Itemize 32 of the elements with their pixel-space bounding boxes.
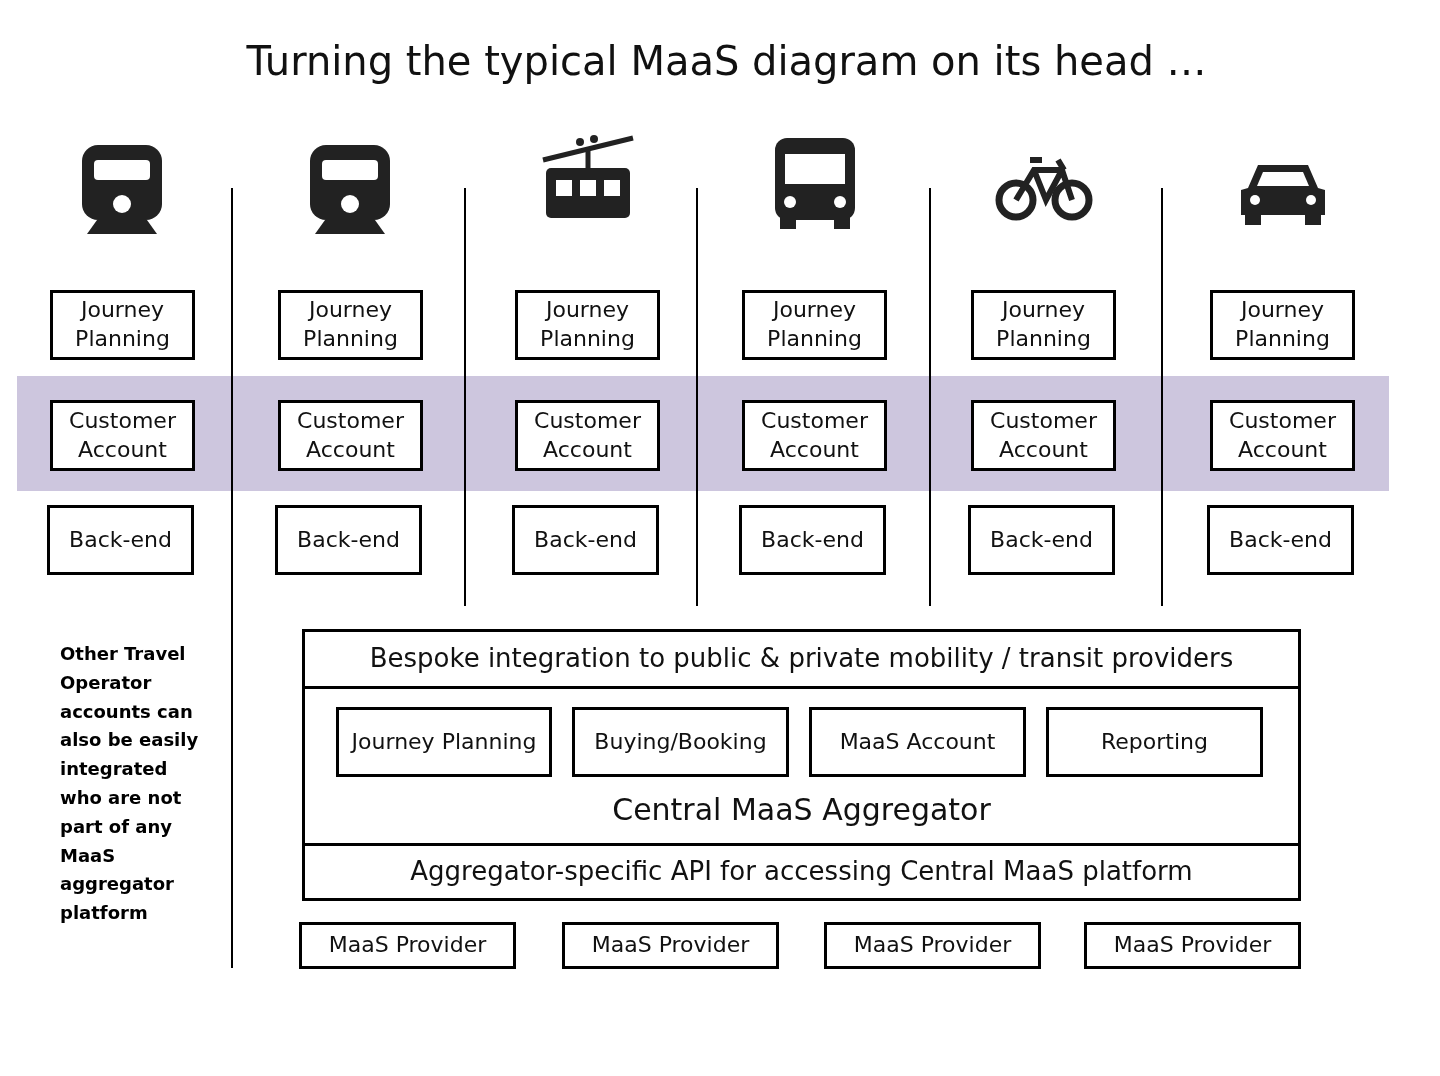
module-box: Customer Account: [515, 400, 660, 471]
module-box: Buying/Booking: [572, 707, 789, 777]
module-box: Customer Account: [278, 400, 423, 471]
module-box: Customer Account: [742, 400, 887, 471]
module-box: MaaS Provider: [299, 922, 516, 969]
module-box: Journey Planning: [1210, 290, 1355, 360]
module-box: MaaS Provider: [1084, 922, 1301, 969]
module-box: Journey Planning: [742, 290, 887, 360]
module-box: Back-end: [512, 505, 659, 575]
module-box: Back-end: [47, 505, 194, 575]
title: Turning the typical MaaS diagram on its head …: [245, 38, 1208, 84]
module-box: Journey Planning: [336, 707, 552, 777]
aggregator-panel: [302, 686, 1301, 846]
module-box: MaaS Account: [809, 707, 1026, 777]
module-box: MaaS Provider: [824, 922, 1041, 969]
module-box: Back-end: [739, 505, 886, 575]
module-box: Customer Account: [971, 400, 1116, 471]
module-box: Aggregator-specific API for accessing Central MaaS platform: [302, 843, 1301, 901]
module-box: Back-end: [968, 505, 1115, 575]
side-note: Other Travel Operator accounts can also be easily integrated who are not part of any MaaS aggregator platform: [60, 642, 200, 926]
module-box: Back-end: [275, 505, 422, 575]
panel-title: Central MaaS Aggregator: [612, 791, 991, 829]
module-box: Bespoke integration to public & private mobility / transit providers: [302, 629, 1301, 689]
module-box: Journey Planning: [515, 290, 660, 360]
module-box: Reporting: [1046, 707, 1263, 777]
module-box: Journey Planning: [50, 290, 195, 360]
module-box: Journey Planning: [971, 290, 1116, 360]
module-box: Back-end: [1207, 505, 1354, 575]
module-box: MaaS Provider: [562, 922, 779, 969]
module-box: Journey Planning: [278, 290, 423, 360]
module-box: Customer Account: [50, 400, 195, 471]
module-box: Customer Account: [1210, 400, 1355, 471]
